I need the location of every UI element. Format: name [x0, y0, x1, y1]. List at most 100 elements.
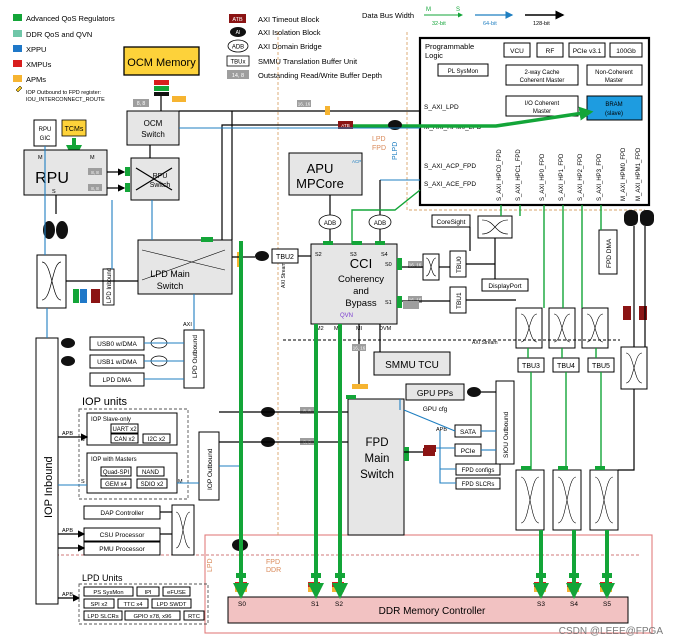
rpu-m-left: M — [38, 155, 43, 161]
nand-block — [136, 466, 165, 477]
coresight-links — [469, 227, 496, 279]
ddr-port-labels: S0 S1 S2 S3 S4 S5 — [238, 601, 611, 608]
depth-swatch — [227, 70, 249, 79]
quad-spi-label: Quad-SPI — [103, 470, 130, 476]
bus-m: M — [426, 7, 431, 13]
gpu-cfg-label: GPU cfg — [423, 406, 448, 413]
pmu-processor-label: PMU Processor — [99, 546, 145, 553]
fpd-region-label-2: FPD — [372, 145, 386, 152]
cci-port-s0: S0 — [385, 262, 392, 268]
pl-port-hpm0: M_AXI_HPM0_FPD — [621, 147, 627, 201]
displayport-label: DisplayPort — [488, 283, 521, 290]
rpu-iso-crossbar — [41, 261, 62, 301]
pl-port-hp0: S_AXI_HP0_FPD — [540, 153, 546, 201]
axi-stream-label-right: AXI Stream — [472, 340, 498, 346]
csu-processor-label: CSU Processor — [100, 532, 146, 539]
lpd-fpd-depth-1-label: 8, 8 — [303, 409, 311, 414]
fpd-switch-apm — [352, 384, 368, 389]
cci-label-1: CCI — [350, 256, 372, 271]
rpu-gic-block — [33, 119, 57, 147]
lpd-hpm-depth — [297, 100, 311, 107]
lpd-inbound-qos — [73, 289, 79, 303]
legend-smmu-tbu: SMMU Translation Buffer Unit — [258, 57, 358, 66]
nand-label: NAND — [142, 470, 160, 476]
100gb-block — [609, 42, 643, 58]
ddr-port-s3: S3 — [537, 601, 545, 608]
rpu-m-right: M — [90, 155, 95, 161]
two-way-cache-block — [505, 64, 579, 86]
legend: Advanced QoS Regulators DDR QoS and QVN … — [13, 14, 382, 103]
bram-label-1: BRAM — [605, 102, 622, 108]
hpm1-atb — [639, 306, 647, 320]
coresight-label: CoreSight — [437, 219, 466, 226]
ddr-region-label: DDR — [266, 567, 281, 574]
axi-stream-label-left: AXI Stream — [281, 262, 287, 288]
lpd-switch-qos — [201, 237, 213, 242]
sdio-label: SDIO x2 — [141, 482, 164, 488]
fpd-dma-block — [598, 229, 618, 275]
xppu-swatch — [13, 45, 22, 52]
gpu-pps-block — [405, 383, 465, 401]
lpd-main-switch-label-1: LPD Main — [150, 269, 190, 279]
cci-label-4: Bypass — [345, 298, 376, 309]
bus-width-legend: Data Bus Width M S 32-bit 64-bit 128-bit — [362, 7, 565, 27]
two-way-cache-label-2: Coherent Master — [520, 78, 565, 84]
legend-regulators: Advanced QoS Regulators — [26, 14, 115, 23]
lpd-units-region — [78, 583, 209, 625]
fpd-slcrs-label: FPD SLCRs — [462, 482, 495, 488]
ocm-depth-label: 8, 8 — [137, 101, 146, 107]
pl-port-labels: S_AXI_HPC0_FPD S_AXI_HPC1_FPD S_AXI_HP0_… — [497, 147, 642, 201]
pspl-label: PLPD — [392, 142, 399, 160]
pl-port-hpm1: M_AXI_HPM1_FPD — [636, 147, 642, 201]
apu-acp-label: ACP — [352, 159, 361, 164]
bus-width-title: Data Bus Width — [362, 11, 414, 20]
lpd-units-grid: PS SysMon IPI eFUSE SPI x2 TTC x4 LPD SW… — [83, 586, 205, 621]
pl-port-hpc1: S_AXI_HPC1_FPD — [516, 149, 522, 201]
ocm-qos — [154, 86, 169, 91]
programmable-logic: Programmable Logic VCU RF PCIe v3.1 100G… — [418, 36, 651, 207]
cci-port-s3: S3 — [350, 252, 357, 258]
cci-s1-depth — [408, 296, 422, 303]
fpd-switch-qos-right — [404, 447, 409, 461]
fpd-main-switch-label-2: Main — [365, 453, 390, 465]
ocm-xmpu — [154, 80, 169, 85]
cci-port-m2: M2 — [316, 326, 324, 332]
rpu-switch-label-1: RPU — [153, 173, 168, 180]
gem-label: GEM x4 — [105, 482, 127, 488]
lpd-inbound-xppu — [80, 289, 87, 303]
iop-master-s: S — [81, 479, 85, 485]
lpd-unit-swdt: LPD SWDT — [157, 602, 187, 608]
apu-adb-1-label: ADB — [324, 221, 336, 227]
ocm-apm — [172, 96, 186, 102]
usb0-label: USB0 w/DMA — [97, 341, 137, 348]
rpu-depth-badge-1 — [88, 168, 102, 175]
cci-port-m1: M1 — [334, 326, 342, 332]
lpd-outbound-label: LPD Outbound — [192, 335, 199, 378]
cci-block — [310, 243, 398, 325]
iop-master-m: M — [178, 479, 183, 485]
ddr-switch-row — [515, 469, 619, 531]
smmu-tcu-block — [373, 351, 451, 376]
s-axi-acp-fpd-label: S_AXI_ACP_FPD — [424, 163, 476, 170]
rpu-s: S — [52, 189, 56, 195]
fpd-main-switch-label-1: FPD — [366, 437, 389, 449]
lpd-unit-gpio: GPIO x78, x96 — [133, 614, 171, 620]
lpd-region-label: LPD — [207, 558, 214, 572]
siou-apb-label: APB — [436, 427, 447, 433]
non-coherent-block — [586, 64, 643, 86]
cci-s0-depth — [408, 261, 422, 268]
ocm-switch-label-2: Switch — [141, 130, 165, 139]
lpd-inbound-label: LPD Inbound — [107, 268, 113, 303]
fpd-dma-label: FPD DMA — [606, 238, 613, 268]
hpm0-atb — [623, 306, 631, 320]
lpd-region-label-2: LPD — [372, 136, 386, 143]
lpd-main-switch — [137, 239, 233, 295]
ocm-depth-badge — [133, 99, 149, 107]
lpd-inbound-block — [102, 268, 115, 306]
rpu-depth-label-1: 8, 8 — [91, 170, 99, 175]
lpd-unit-ipi: IPI — [144, 590, 151, 596]
ddr-port-s4: S4 — [570, 601, 578, 608]
hpc-switch-crossbar — [481, 219, 509, 235]
io-coherent-label-2: Master — [533, 109, 551, 115]
